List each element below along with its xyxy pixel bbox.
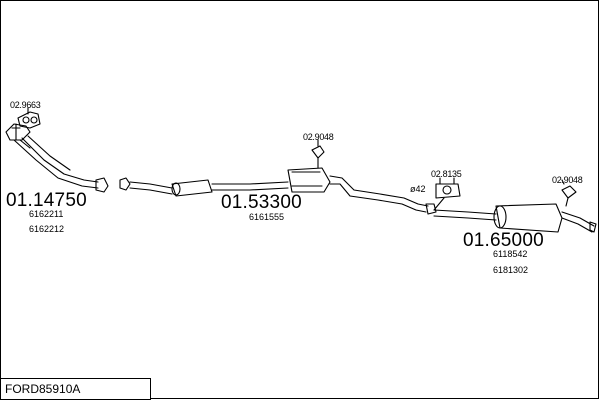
fitting-ref-label: 02.8135 xyxy=(431,169,462,179)
oem-number: 6181302 xyxy=(493,265,529,275)
oem-number: 6162211 xyxy=(29,209,64,219)
hanger-02-9048-middle-drawing xyxy=(311,139,325,169)
fitting-ref-label: 02.9048 xyxy=(303,132,334,142)
fitting-ref-label: 02.9048 xyxy=(552,175,583,185)
oem-number: 6162212 xyxy=(29,224,65,234)
oem-number: 6118542 xyxy=(493,249,528,259)
mount-02-8135-drawing xyxy=(433,177,461,211)
clamp-drawing xyxy=(425,203,437,215)
part-number: 01.53300 xyxy=(221,192,302,213)
part-number: 01.14750 xyxy=(6,190,87,211)
middle-pipe-drawing xyxy=(119,167,429,213)
pipe-diameter-label: ø42 xyxy=(410,184,426,194)
part-number: 01.65000 xyxy=(463,230,544,251)
fitting-ref-label: 02.9663 xyxy=(10,100,41,110)
gasket-02-9663-drawing xyxy=(17,107,41,129)
title-box: FORD85910A xyxy=(0,378,151,400)
front-pipe-drawing xyxy=(5,123,109,193)
oem-number: 6161555 xyxy=(249,212,285,222)
hanger-02-9048-rear-drawing xyxy=(561,179,577,207)
rear-silencer-drawing xyxy=(433,203,597,233)
diagram-title: FORD85910A xyxy=(5,382,81,396)
